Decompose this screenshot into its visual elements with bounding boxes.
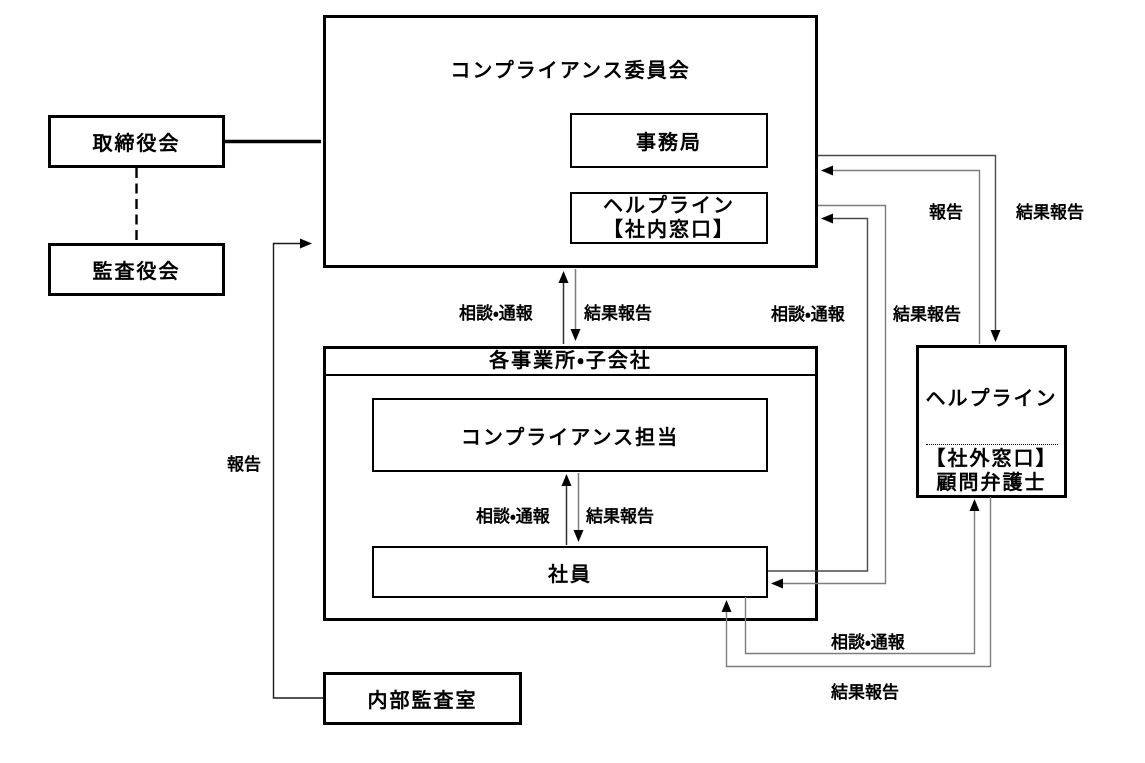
node-secretariat-label: 事務局 xyxy=(636,132,702,154)
node-internal-helpline: ヘルプライン 【社内窓口】 xyxy=(570,192,768,244)
node-internal-audit-office: 内部監査室 xyxy=(323,672,522,725)
node-external-helpline: ヘルプライン 【社外窓口】 顧問弁護士 xyxy=(916,345,1067,498)
node-internal-helpline-line2: 【社内窓口】 xyxy=(603,219,735,241)
label-audit-report: 報告 xyxy=(227,455,261,474)
node-secretariat: 事務局 xyxy=(570,113,768,168)
node-business-sites-label: 各事業所・子会社 xyxy=(326,349,815,376)
node-employees: 社員 xyxy=(372,546,768,598)
edge-audit-report xyxy=(272,238,323,699)
node-compliance-staff-label: コンプライアンス担当 xyxy=(460,426,680,449)
label-emp-ext-consult: 相談・通報 xyxy=(831,633,905,652)
node-audit-board-label: 監査役会 xyxy=(92,261,181,283)
node-board-of-directors-label: 取締役会 xyxy=(92,133,181,155)
node-compliance-committee-label: コンプライアンス委員会 xyxy=(450,60,691,82)
label-emp-committee-result: 結果報告 xyxy=(893,305,961,324)
node-internal-audit-office-label: 内部監査室 xyxy=(367,690,478,712)
label-sites-consult: 相談・通報 xyxy=(459,304,533,323)
node-internal-helpline-line1: ヘルプライン xyxy=(603,195,735,217)
label-staff-result: 結果報告 xyxy=(586,507,654,526)
node-external-helpline-sub1: 【社外窓口】 xyxy=(925,448,1058,470)
node-external-helpline-title: ヘルプライン xyxy=(925,348,1058,445)
label-staff-consult: 相談・通報 xyxy=(476,507,550,526)
node-employees-label: 社員 xyxy=(548,563,592,586)
label-sites-result: 結果報告 xyxy=(584,304,652,323)
node-compliance-staff: コンプライアンス担当 xyxy=(372,398,768,472)
node-audit-board: 監査役会 xyxy=(48,243,225,296)
label-emp-ext-result: 結果報告 xyxy=(831,683,899,702)
node-board-of-directors: 取締役会 xyxy=(48,115,225,168)
label-ext-report: 報告 xyxy=(929,203,963,222)
node-external-helpline-sub2: 顧問弁護士 xyxy=(936,472,1047,494)
label-ext-result: 結果報告 xyxy=(1016,203,1084,222)
label-emp-committee-consult: 相談・通報 xyxy=(771,305,845,324)
